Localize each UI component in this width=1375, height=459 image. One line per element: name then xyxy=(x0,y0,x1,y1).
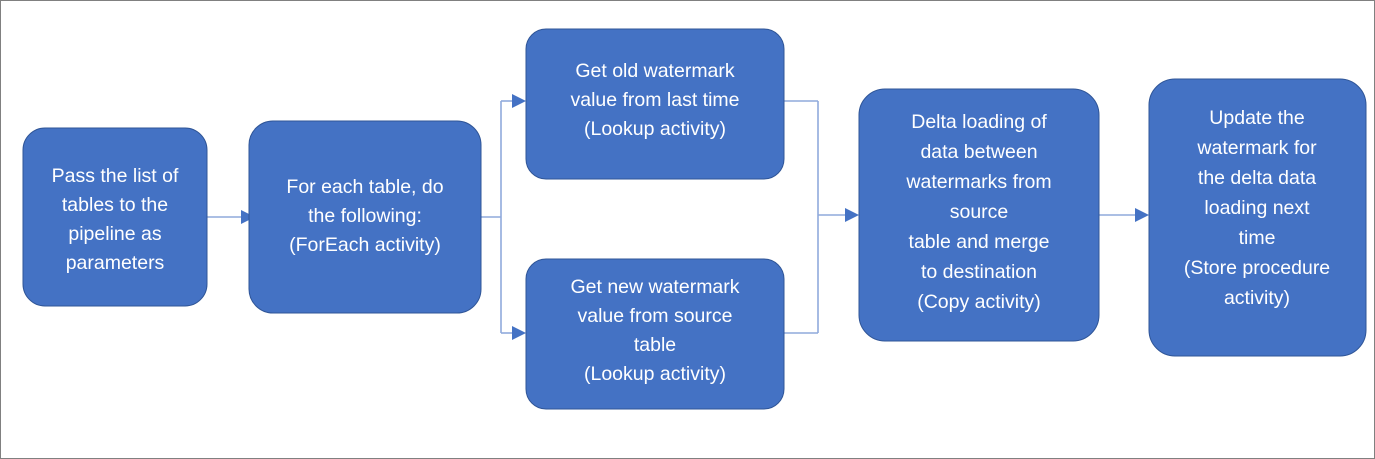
node-label-line: For each table, do xyxy=(286,176,443,198)
node-label-line: table and merge xyxy=(909,231,1050,253)
node-label-line: data between xyxy=(920,141,1037,163)
node-label-line: the delta data xyxy=(1198,167,1316,189)
node-get-old-watermark[interactable]: Get old watermark value from last time (… xyxy=(525,28,785,180)
node-label-line: (Store procedure xyxy=(1184,257,1330,279)
connector-copy-to-update xyxy=(1099,208,1149,222)
node-get-new-watermark[interactable]: Get new watermark value from source tabl… xyxy=(525,258,785,410)
node-shape[interactable] xyxy=(525,258,785,410)
node-label-line: (Lookup activity) xyxy=(584,363,726,385)
node-shape[interactable] xyxy=(248,120,482,314)
node-pass-list-of-tables[interactable]: Pass the list of tables to the pipeline … xyxy=(22,127,208,307)
node-label-line: tables to the xyxy=(62,194,168,216)
node-label-line: the following: xyxy=(308,205,422,227)
node-label-line: to destination xyxy=(921,261,1037,283)
node-label-line: Pass the list of xyxy=(52,165,179,187)
node-label-line: table xyxy=(634,334,676,356)
node-label-line: Get old watermark xyxy=(575,60,735,82)
node-label-line: Get new watermark xyxy=(570,276,739,298)
node-delta-loading-copy[interactable]: Delta loading of data between watermarks… xyxy=(858,88,1100,342)
node-shape[interactable] xyxy=(525,28,785,180)
node-label-line: value from source xyxy=(578,305,733,327)
node-label-line: watermarks from xyxy=(905,171,1051,193)
node-label-line: (ForEach activity) xyxy=(289,234,441,256)
node-label-line: loading next xyxy=(1204,197,1310,219)
node-label-line: watermark for xyxy=(1196,137,1317,159)
connector-lookups-to-copy xyxy=(784,100,859,334)
node-update-watermark[interactable]: Update the watermark for the delta data … xyxy=(1148,78,1367,357)
node-label-line: parameters xyxy=(66,252,165,274)
node-label-line: (Lookup activity) xyxy=(584,118,726,140)
connector-pass-to-foreach xyxy=(207,210,255,224)
node-label-line: source xyxy=(950,201,1009,223)
node-label-line: pipeline as xyxy=(68,223,161,245)
connector-foreach-to-lookups xyxy=(481,94,526,340)
node-shape[interactable] xyxy=(1148,78,1367,357)
node-label-line: (Copy activity) xyxy=(917,291,1041,313)
node-shape[interactable] xyxy=(22,127,208,307)
node-label-line: Delta loading of xyxy=(911,111,1047,133)
node-label-line: activity) xyxy=(1224,287,1290,309)
node-label-line: Update the xyxy=(1209,107,1304,129)
node-for-each-table[interactable]: For each table, do the following: (ForEa… xyxy=(248,120,482,314)
node-label-line: value from last time xyxy=(570,89,739,111)
node-label-line: time xyxy=(1239,227,1276,249)
node-shape[interactable] xyxy=(858,88,1100,342)
